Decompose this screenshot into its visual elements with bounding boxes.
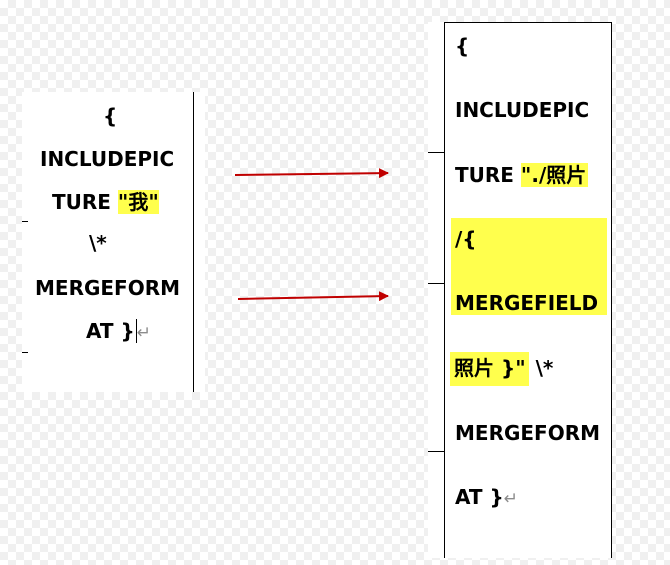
- right-highlight-photo: 照片 }": [450, 352, 529, 386]
- right-highlight-path: "./照片: [520, 163, 589, 187]
- right-line-photo: 照片 }" \*: [450, 352, 554, 386]
- right-line-mergeform: MERGEFORM: [455, 421, 601, 445]
- left-ture-text: TURE: [52, 190, 118, 214]
- paragraph-mark-icon: ↵: [136, 323, 152, 343]
- right-switch-text: \*: [528, 356, 554, 380]
- left-line-at: AT }↵: [86, 318, 151, 346]
- left-line-mergeform: MERGEFORM: [35, 276, 181, 300]
- right-cell-border-left: [444, 22, 445, 558]
- text-cursor: [135, 319, 137, 343]
- left-at-text: AT }: [86, 319, 135, 343]
- right-line-mergefield: MERGEFIELD: [455, 291, 599, 315]
- left-line-ture: TURE "我": [52, 189, 159, 215]
- paragraph-mark-icon: ↵: [503, 489, 519, 509]
- right-cell-border-right: [611, 22, 612, 558]
- left-highlight-wo: "我": [117, 190, 159, 214]
- right-cell-tick: [428, 283, 444, 284]
- left-line-switch: \*: [89, 231, 107, 255]
- right-cell-tick: [428, 152, 444, 153]
- right-cell-tick: [428, 451, 444, 452]
- right-line-ture: TURE "./照片: [455, 162, 589, 188]
- right-cell-border-top: [444, 22, 612, 23]
- arrow-top: [234, 168, 389, 179]
- left-cell-tick: [22, 352, 28, 353]
- right-ture-text: TURE: [455, 163, 521, 187]
- left-line-brace: {: [103, 104, 118, 128]
- left-line-includepic: INCLUDEPIC: [40, 147, 175, 171]
- right-line-brace: {: [455, 34, 470, 58]
- right-highlight-block: [451, 218, 607, 315]
- left-field-cell: [22, 92, 205, 392]
- right-line-includepic: INCLUDEPIC: [455, 98, 590, 122]
- right-line-brace-open: /{: [455, 227, 477, 251]
- left-cell-border: [193, 92, 194, 392]
- right-line-at: AT }↵: [455, 484, 518, 512]
- right-at-text: AT }: [455, 485, 504, 509]
- left-cell-tick: [22, 221, 28, 222]
- arrow-bottom: [237, 291, 389, 302]
